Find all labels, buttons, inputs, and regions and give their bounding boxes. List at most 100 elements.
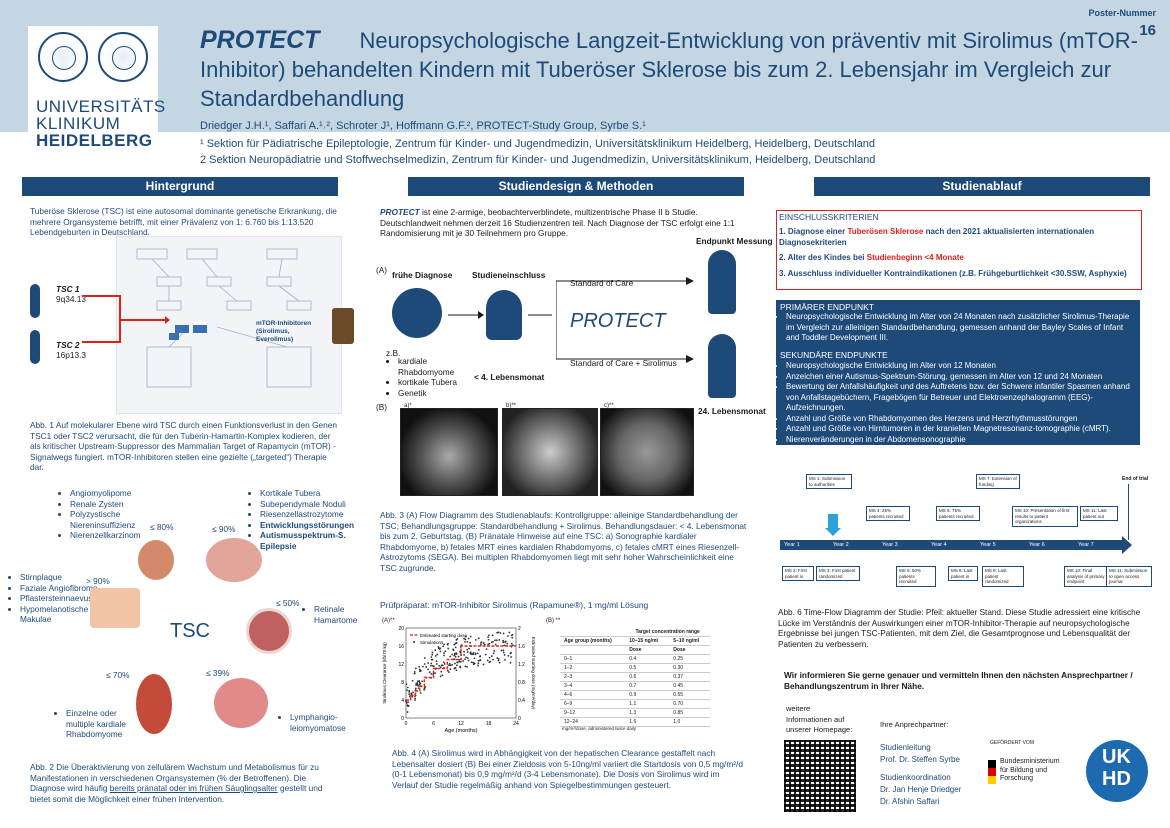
table-cell: 12–24 — [560, 717, 626, 727]
simulation-point — [453, 652, 456, 655]
inclusion-item-3: 3. Ausschluss individueller Kontraindika… — [779, 269, 1127, 278]
list-item: Hypomelanotische Makulae — [20, 604, 100, 625]
simulation-point — [469, 651, 472, 654]
milestone-box: MS 3: First patient randomized — [816, 566, 860, 581]
simulation-point — [507, 654, 510, 657]
simulation-point — [463, 650, 465, 653]
simulation-point — [488, 656, 491, 659]
list-item: Kortikale Tubera — [260, 488, 360, 499]
endpoints-box: PRIMÄRER ENDPUNKT Neuropsychologische En… — [776, 300, 1140, 445]
simulation-point — [447, 664, 450, 667]
heart-icon — [136, 674, 172, 734]
eye-list: Retinale Hamartome — [304, 604, 357, 625]
eye-icon — [246, 608, 292, 654]
simulation-point — [415, 682, 418, 685]
timeline-bar — [780, 540, 1122, 550]
lung-icon — [214, 678, 268, 728]
secondary-endpoint-title: SEKUNDÄRE ENDPUNKTE — [780, 350, 888, 360]
simulation-point — [453, 654, 456, 657]
kidney-percent: ≤ 80% — [150, 522, 174, 532]
simulation-point — [511, 633, 514, 636]
table-cell: 0.30 — [669, 663, 710, 673]
simulation-point — [509, 662, 512, 664]
list-item: Lymphangio-leiomyomatose — [290, 712, 356, 733]
section-header-methods: Studiendesign & Methoden — [408, 177, 744, 196]
simulation-point — [476, 652, 479, 655]
ukhd-logo: UK HD — [1086, 740, 1148, 802]
table-cell: 2–3 — [560, 672, 626, 682]
simulation-point — [427, 668, 429, 671]
y-tick-label: 20 — [398, 626, 404, 632]
simulation-point — [477, 664, 479, 667]
funding-label: GEFÖRDERT VOM — [990, 740, 1034, 746]
secondary-endpoint-list: Neuropsychologische Entwicklung im Alter… — [776, 361, 1136, 445]
simulation-point — [453, 667, 456, 670]
table-cell: 3–4 — [560, 681, 626, 691]
simulation-point — [464, 640, 466, 643]
logo-line: HEIDELBERG — [36, 131, 153, 150]
bmbf-logo-text: Bundesministerium für Bildung und Forsch… — [1000, 758, 1060, 782]
skin-percent: > 90% — [86, 576, 110, 586]
y2-tick-label: 0.4 — [518, 698, 525, 704]
list-item: Neuropsychologische Entwicklung im Alter… — [786, 312, 1136, 344]
milestone-box: MS 5: 50% patients recruited — [896, 566, 936, 587]
abb6-caption: Abb. 6 Time-Flow Diagramm der Studie: Pf… — [778, 608, 1141, 649]
list-item: Stirnplaque — [20, 572, 100, 583]
milestone-box: MS 9: Last patient randomized — [982, 566, 1024, 587]
milestone-box: MS 4: 25% patients recruited — [866, 506, 910, 521]
simulation-point — [504, 640, 507, 643]
year-label: Year 4 — [931, 542, 947, 548]
simulation-point — [411, 679, 414, 682]
simulation-point — [444, 650, 447, 653]
brain-list: Kortikale Tubera Subependymale Noduli Ri… — [250, 488, 360, 551]
simulation-point — [487, 636, 490, 639]
simulation-point — [495, 639, 498, 642]
simulation-point — [412, 691, 414, 694]
simulation-point — [454, 662, 456, 665]
qr-code[interactable] — [784, 740, 856, 812]
timeline-arrow-icon — [1122, 536, 1132, 554]
simulation-point — [427, 662, 430, 664]
simulation-point — [494, 639, 496, 642]
simulation-point — [456, 661, 459, 664]
simulation-point — [459, 660, 462, 663]
panel-b-label: (B) — [376, 402, 388, 412]
simulation-point — [511, 636, 514, 639]
logo-line: UNIVERSITÄTS — [36, 97, 166, 116]
list-item: Einzelne oder multiple kardiale Rhabdomy… — [66, 708, 146, 740]
starting-dose-line — [406, 645, 516, 701]
chromosome-tsc1-icon — [30, 284, 40, 318]
primary-endpoint-title: PRIMÄRER ENDPUNKT — [780, 302, 874, 312]
month-24-label: 24. Lebensmonat — [698, 406, 766, 416]
methods-intro: PROTECT ist eine 2-armige, beobachterver… — [380, 207, 740, 239]
simulation-point — [448, 671, 450, 673]
simulation-point — [466, 651, 469, 654]
simulation-point — [469, 641, 472, 644]
intro-body: ist eine 2-armige, beobachterverblindete… — [380, 207, 735, 238]
milestone-box: MS 6: 75% patients recruited — [936, 506, 980, 521]
simulation-point — [470, 661, 473, 664]
milestone-box: MS 11: Submission to open access journal — [1106, 566, 1152, 587]
simulation-point — [487, 643, 490, 646]
list-item: Genetik — [398, 388, 468, 399]
simulation-point — [434, 649, 437, 652]
table-cell: 0.85 — [669, 708, 710, 718]
inclusion-title: EINSCHLUSSKRITERIEN — [779, 212, 879, 222]
table-header: 5–10 ng/ml — [669, 636, 710, 646]
contact-role: Studienkoordination — [880, 773, 951, 782]
x-tick-label: 6 — [432, 721, 435, 727]
month-4-label: < 4. Lebensmonat — [474, 372, 545, 382]
simulation-point — [456, 664, 458, 667]
simulation-point — [485, 648, 488, 651]
kidney-icon — [138, 540, 174, 580]
simulation-point — [415, 684, 417, 687]
heart-list: Einzelne oder multiple kardiale Rhabdomy… — [56, 708, 146, 740]
abb2-text: Abb. 2 Die Überaktivierung von zelluläre… — [30, 762, 319, 793]
simulation-point — [496, 631, 499, 634]
table-cell: 0–1 — [560, 654, 626, 664]
simulation-point — [467, 659, 470, 662]
